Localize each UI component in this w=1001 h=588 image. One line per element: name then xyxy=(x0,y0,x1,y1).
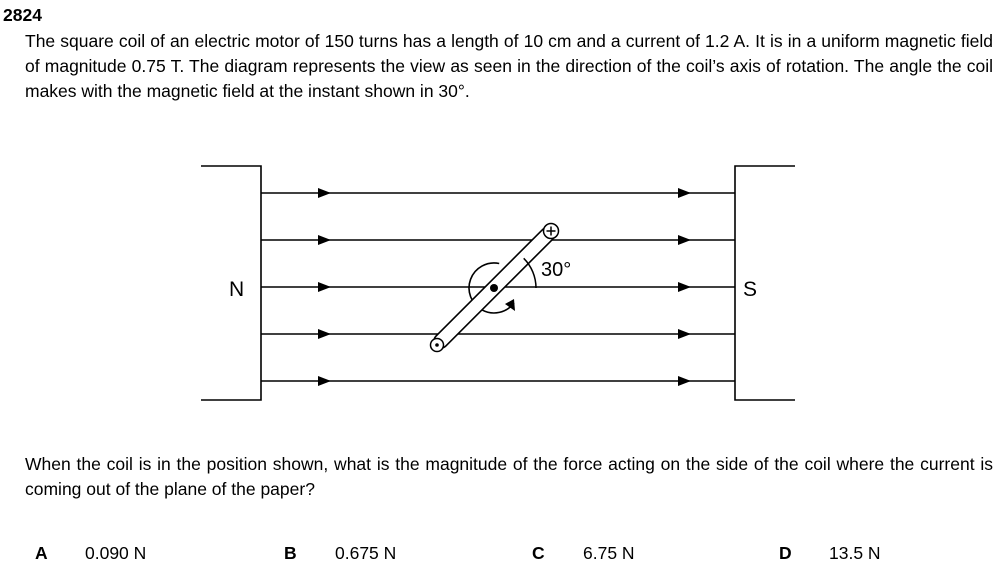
question-intro-text: The square coil of an electric motor of … xyxy=(25,31,993,101)
option-a-letter: A xyxy=(35,543,48,563)
angle-label: 30° xyxy=(541,259,571,281)
option-c-letter: C xyxy=(532,543,545,563)
option-b-value: 0.675 N xyxy=(335,543,397,563)
current-into-page-icon xyxy=(542,222,560,240)
question-prompt-text: When the coil is in the position shown, … xyxy=(25,454,993,499)
current-out-of-page-icon xyxy=(429,337,445,353)
question-number: 2824 xyxy=(3,5,42,25)
option-c-value: 6.75 N xyxy=(583,543,635,563)
north-pole-piece xyxy=(201,165,262,401)
option-a-value: 0.090 N xyxy=(85,543,147,563)
angle-arc xyxy=(523,257,537,289)
option-d-letter: D xyxy=(779,543,792,563)
south-pole-label: S xyxy=(743,278,757,301)
rotation-arrow xyxy=(468,262,515,314)
south-pole-piece xyxy=(734,165,795,401)
option-d-value: 13.5 N xyxy=(829,543,881,563)
field-line-arrowheads xyxy=(318,188,691,386)
option-b-letter: B xyxy=(284,543,297,563)
north-pole-label: N xyxy=(229,278,244,301)
pivot-dot xyxy=(490,284,498,292)
